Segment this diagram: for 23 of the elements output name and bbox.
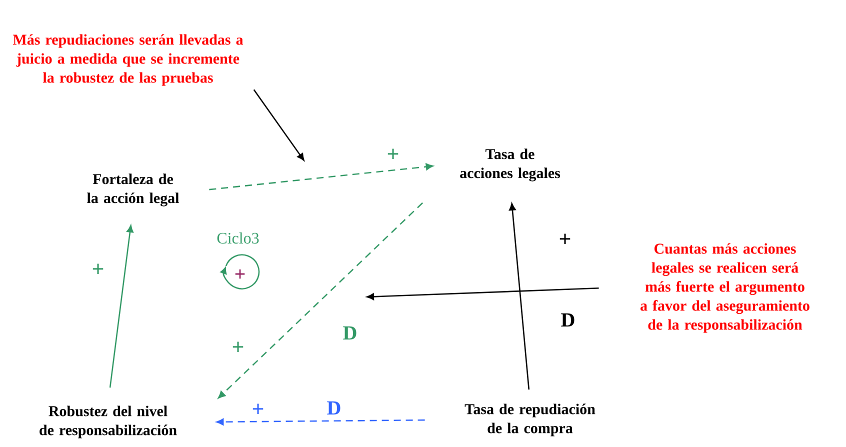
edge-label: + bbox=[252, 404, 264, 414]
delay-mark: D bbox=[327, 401, 340, 415]
variable-label: Tasa de repudiación de la compra bbox=[464, 404, 596, 436]
arrow bbox=[509, 203, 530, 390]
variable-label: Tasa de acciones legales bbox=[460, 148, 560, 182]
variable-label: Fortaleza de la acción legal bbox=[87, 174, 179, 206]
delay-mark: D bbox=[561, 313, 574, 327]
variable-label: Robustez del nivel de responsabilización bbox=[40, 406, 177, 438]
loop-label: Ciclo3 bbox=[217, 232, 259, 244]
loop-sign: + bbox=[235, 269, 245, 279]
leader-arrow bbox=[366, 288, 599, 300]
edge-label: + bbox=[232, 342, 244, 352]
arrow bbox=[209, 163, 434, 190]
delay-mark: D bbox=[343, 326, 356, 340]
note-text: Cuantas más acciones legales se realicen será más fuerte el argumento a favor del aseguramiento de la responsabilización bbox=[640, 243, 810, 333]
edge-label: + bbox=[92, 264, 104, 274]
arrow bbox=[218, 202, 424, 398]
edge-label: + bbox=[560, 234, 570, 244]
arrow bbox=[216, 418, 425, 426]
note-text: Más repudiaciones serán llevadas a juicio a medida que se incremente la robustez de las pruebas bbox=[12, 34, 244, 86]
arrow bbox=[109, 225, 134, 388]
leader-arrow bbox=[253, 89, 304, 161]
edge-label: + bbox=[388, 148, 398, 160]
